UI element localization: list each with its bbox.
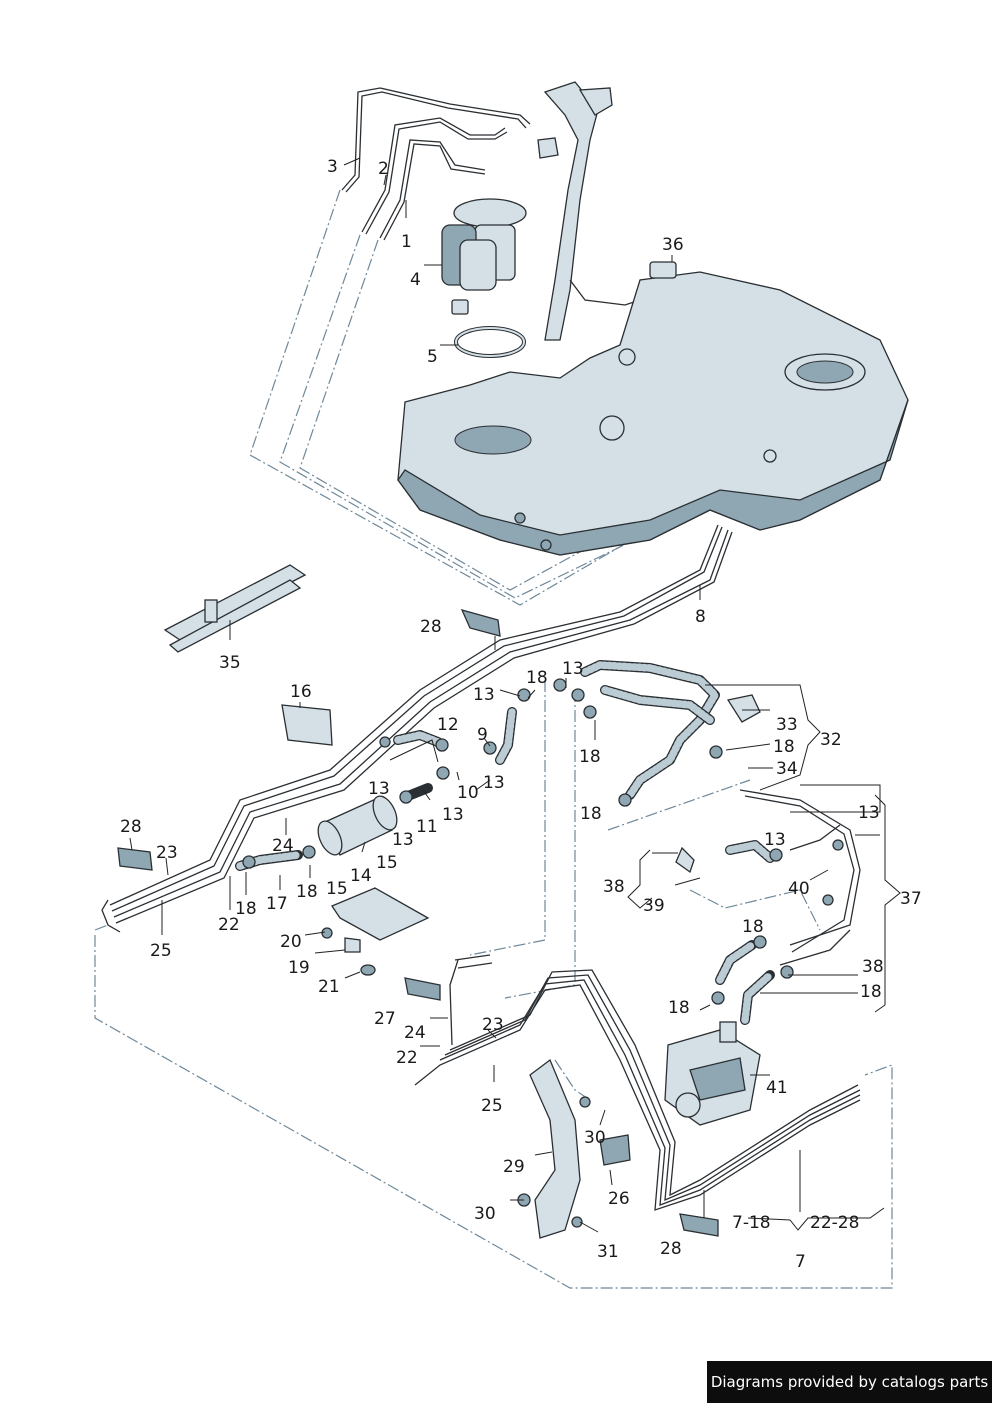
- callout-17: 17: [266, 894, 288, 914]
- callout-33: 33: [776, 715, 798, 735]
- fittings: [242, 678, 844, 1005]
- high-pressure-pump: [664, 1021, 761, 1126]
- callout-20: 20: [280, 932, 302, 952]
- callout-24b: 24: [404, 1023, 426, 1043]
- callout-18e: 18: [580, 804, 602, 824]
- fuel-pump-assembly: [441, 198, 527, 358]
- callout-7: 7: [795, 1252, 806, 1272]
- callout-2: 2: [378, 159, 389, 179]
- callout-41: 41: [766, 1078, 788, 1098]
- callout-29: 29: [503, 1157, 525, 1177]
- callout-23a: 23: [156, 843, 178, 863]
- callout-18d: 18: [235, 899, 257, 919]
- attribution-banner: Diagrams provided by catalogs parts: [707, 1361, 992, 1403]
- callout-37: 37: [900, 889, 922, 909]
- callout-10: 10: [457, 783, 479, 803]
- callout-21: 21: [318, 977, 340, 997]
- callout-22b: 22: [396, 1048, 418, 1068]
- callout-32: 32: [820, 730, 842, 750]
- callout-39: 39: [643, 896, 665, 916]
- callout-40: 40: [788, 879, 810, 899]
- callout-31: 31: [597, 1242, 619, 1262]
- callout-28b: 28: [120, 817, 142, 837]
- callout-18b: 18: [579, 747, 601, 767]
- callout-13b: 13: [473, 685, 495, 705]
- callout-11: 11: [416, 817, 438, 837]
- callout-18g: 18: [742, 917, 764, 937]
- callout-13h: 13: [764, 830, 786, 850]
- callout-19: 19: [288, 958, 310, 978]
- clips-and-brackets: [117, 609, 719, 1237]
- callout-30a: 30: [584, 1128, 606, 1148]
- callout-13g: 13: [858, 803, 880, 823]
- callout-12: 12: [437, 715, 459, 735]
- callout-4: 4: [410, 270, 421, 290]
- callout-22a: 22: [218, 915, 240, 935]
- callout-13c: 13: [483, 773, 505, 793]
- callout-labels: 1 2 3 4 5 36 8 35 28 16 18 13 13 12 9 18…: [120, 157, 922, 1272]
- callout-18i: 18: [668, 998, 690, 1018]
- callout-34: 34: [776, 759, 798, 779]
- callout-16: 16: [290, 682, 312, 702]
- fuel-tank: [397, 261, 909, 556]
- callout-30b: 30: [474, 1204, 496, 1224]
- callout-15a: 15: [376, 853, 398, 873]
- callout-18c: 18: [296, 882, 318, 902]
- callout-9: 9: [477, 725, 488, 745]
- callout-8: 8: [695, 607, 706, 627]
- callout-14: 14: [350, 866, 372, 886]
- fuel-supply-lines: [341, 87, 531, 241]
- callout-35: 35: [219, 653, 241, 673]
- lower-fuel-lines: [414, 954, 861, 1211]
- callout-25a: 25: [150, 941, 172, 961]
- callout-13a: 13: [562, 659, 584, 679]
- callout-23b: 23: [482, 1015, 504, 1035]
- line-bracket: [517, 1058, 591, 1239]
- underbody-lines: [101, 524, 733, 933]
- fuel-filter: [317, 795, 398, 856]
- callout-28c: 28: [660, 1239, 682, 1259]
- callout-36: 36: [662, 235, 684, 255]
- callout-38b: 38: [862, 957, 884, 977]
- callout-13e: 13: [442, 805, 464, 825]
- callout-18h: 18: [860, 982, 882, 1002]
- callout-27: 27: [374, 1009, 396, 1029]
- filler-neck: [537, 81, 641, 341]
- callout-18f: 18: [773, 737, 795, 757]
- attribution-text: Diagrams provided by catalogs parts: [710, 1373, 989, 1391]
- callout-24a: 24: [272, 836, 294, 856]
- callout-15b: 15: [326, 879, 348, 899]
- heat-shield: [321, 887, 430, 976]
- leader-lines: [129, 157, 901, 1233]
- tank-strap: [163, 564, 307, 653]
- callout-13d: 13: [368, 779, 390, 799]
- callout-25b: 25: [481, 1096, 503, 1116]
- callout-3: 3: [327, 157, 338, 177]
- callout-38a: 38: [603, 877, 625, 897]
- callout-7-18: 7-18: [732, 1213, 771, 1233]
- callout-1: 1: [401, 232, 412, 252]
- engine-fuel-hoses: [580, 660, 861, 1025]
- callout-28a: 28: [420, 617, 442, 637]
- callout-18a: 18: [526, 668, 548, 688]
- callout-5: 5: [427, 347, 438, 367]
- callout-26: 26: [608, 1189, 630, 1209]
- callout-22-28: 22-28: [810, 1213, 859, 1233]
- callout-13f: 13: [392, 830, 414, 850]
